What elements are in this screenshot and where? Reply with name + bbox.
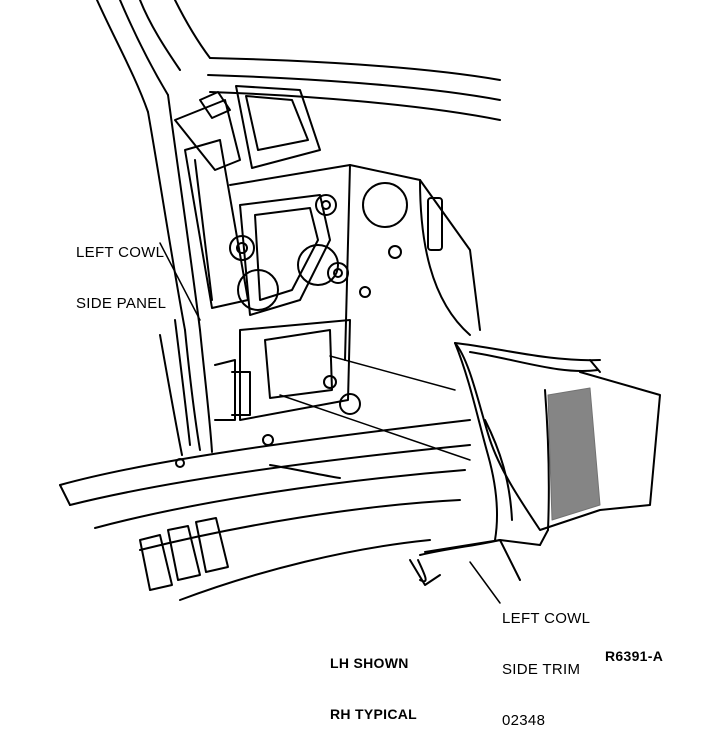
callout-cowl-side-panel: LEFT COWL SIDE PANEL — [76, 210, 166, 346]
floor-sill-drawing — [59, 419, 471, 601]
leader-lines — [159, 242, 501, 604]
figure-reference: R6391-A — [605, 648, 664, 664]
cowl-panel-drawing — [214, 164, 481, 421]
callout-cowl-trim-partnumber: 02348 — [502, 712, 546, 729]
orientation-note-line2: RH TYPICAL — [330, 706, 417, 722]
callout-cowl-panel-line2: SIDE PANEL — [76, 295, 167, 312]
callout-cowl-trim-line1: LEFT COWL — [502, 610, 591, 627]
callout-cowl-panel-line1: LEFT COWL — [76, 244, 165, 261]
cowl-side-trim-part — [409, 342, 661, 586]
callout-cowl-trim-line2: SIDE TRIM — [502, 661, 581, 678]
callout-cowl-side-trim: LEFT COWL SIDE TRIM 02348 — [502, 576, 590, 746]
orientation-note-line1: LH SHOWN — [330, 655, 409, 671]
orientation-note: LH SHOWN RH TYPICAL — [330, 621, 417, 746]
